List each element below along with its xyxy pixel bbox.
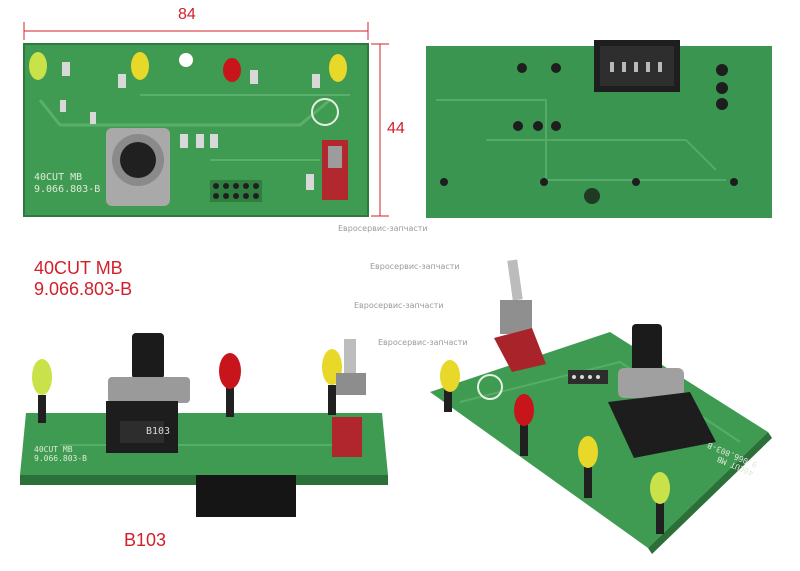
watermark-4: Евросервис-запчасти <box>378 338 468 347</box>
width-dimension-label: 84 <box>178 6 196 23</box>
photo-back-view <box>426 40 772 224</box>
board-print-text: 40CUT MB 9.066.803-B <box>34 172 100 196</box>
board-print-line2: 9.066.803-B <box>34 184 101 195</box>
photo-front-view: B103 40CUT MB 9.066.803-B <box>20 325 390 520</box>
watermark-2: Евросервис-запчасти <box>370 262 460 271</box>
model-line1: 40CUT MB <box>34 258 123 278</box>
pcb-back-illustration <box>426 40 772 218</box>
pcb-top-illustration <box>23 22 389 217</box>
watermark-1: Евросервис-запчасти <box>338 224 428 233</box>
photo-perspective-view: 40CUT MB 9.066.803-B <box>420 252 785 557</box>
component-label: B103 <box>124 530 167 550</box>
model-line2: 9.066.803-B <box>34 279 133 299</box>
pcb-perspective-illustration <box>430 259 772 554</box>
front-board-print: 40CUT MB 9.066.803-B <box>34 445 87 463</box>
model-label: 40CUT MB 9.066.803-B <box>34 258 132 300</box>
height-dimension-label: 44 <box>387 120 405 137</box>
pcb-front-illustration <box>20 333 388 517</box>
board-print-line1: 40CUT MB <box>34 172 83 183</box>
knob-marking: B103 <box>146 426 171 437</box>
front-board-print-line1: 40CUT MB <box>34 445 73 454</box>
watermark-3: Евросервис-запчасти <box>354 301 444 310</box>
photo-top-view: 84 44 40CUT MB 9.066.803-B <box>0 0 405 235</box>
front-board-print-line2: 9.066.803-B <box>34 454 87 463</box>
